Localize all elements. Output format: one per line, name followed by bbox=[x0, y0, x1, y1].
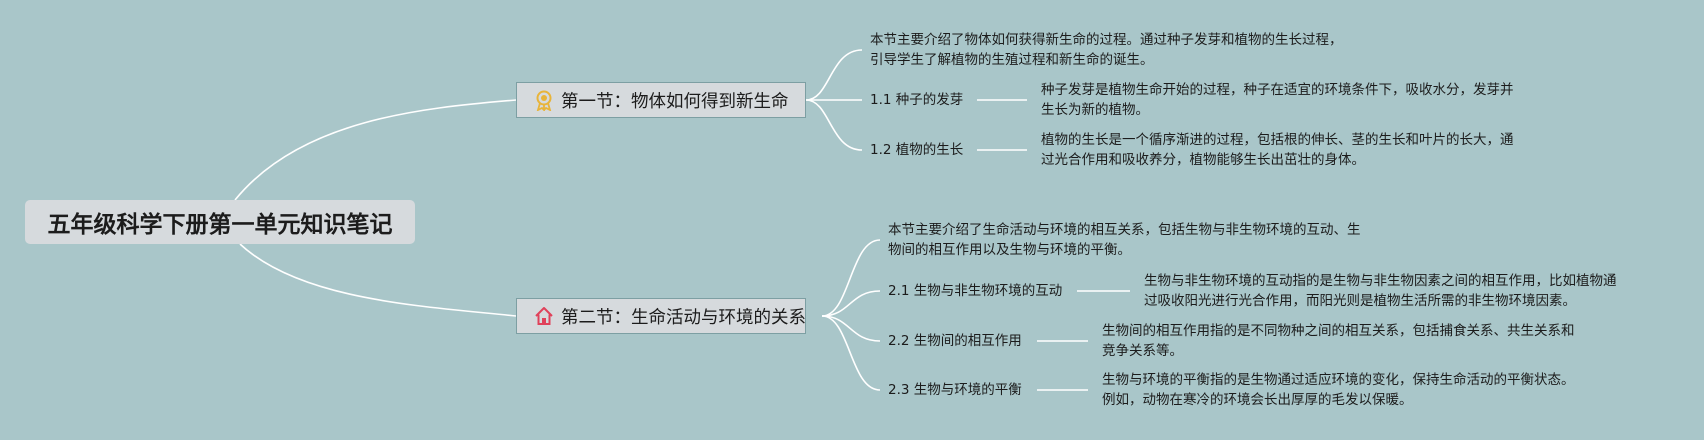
connector-s2-topic1 bbox=[821, 290, 881, 317]
topic-detail-2-1: 生物与非生物环境的互动指的是生物与非生物因素之间的相互作用，比如植物通 过吸收阳… bbox=[1144, 271, 1617, 311]
section-2-summary: 本节主要介绍了生命活动与环境的相互关系，包括生物与非生物环境的互动、生 物间的相… bbox=[888, 220, 1361, 260]
section-node-2[interactable]: 第二节：生命活动与环境的关系 bbox=[516, 298, 806, 334]
section-node-1[interactable]: 第一节：物体如何得到新生命 bbox=[516, 82, 806, 118]
section-1-summary: 本节主要介绍了物体如何获得新生命的过程。通过种子发芽和植物的生长过程， 引导学生… bbox=[870, 30, 1343, 70]
detail-line: 例如，动物在寒冷的环境会长出厚厚的毛发以保暖。 bbox=[1102, 392, 1413, 408]
topic-detail-1-2: 植物的生长是一个循序渐进的过程，包括根的伸长、茎的生长和叶片的长大，通 过光合作… bbox=[1041, 130, 1514, 170]
home-icon bbox=[533, 305, 555, 327]
detail-line: 种子发芽是植物生命开始的过程，种子在适宜的环境条件下，吸收水分，发芽并 bbox=[1041, 82, 1514, 98]
topic-label-2-2[interactable]: 2.2 生物间的相互作用 bbox=[888, 333, 1022, 349]
summary-line: 本节主要介绍了物体如何获得新生命的过程。通过种子发芽和植物的生长过程， bbox=[870, 32, 1343, 48]
section-title: 第一节：物体如何得到新生命 bbox=[561, 91, 789, 112]
connector-s2-topic3 bbox=[821, 315, 881, 391]
detail-line: 生物间的相互作用指的是不同物种之间的相互关系，包括捕食关系、共生关系和 bbox=[1102, 323, 1575, 339]
connector-root-section-2 bbox=[239, 243, 517, 317]
connector-root-section-1 bbox=[234, 99, 517, 201]
detail-line: 竞争关系等。 bbox=[1102, 343, 1183, 359]
detail-line: 过吸收阳光进行光合作用，而阳光则是植物生活所需的非生物环境因素。 bbox=[1144, 293, 1576, 309]
summary-line: 物间的相互作用以及生物与环境的平衡。 bbox=[888, 242, 1131, 258]
topic-detail-1-1: 种子发芽是植物生命开始的过程，种子在适宜的环境条件下，吸收水分，发芽并 生长为新… bbox=[1041, 80, 1514, 120]
detail-line: 过光合作用和吸收养分，植物能够生长出茁壮的身体。 bbox=[1041, 152, 1365, 168]
ribbon-badge-icon bbox=[533, 89, 555, 111]
topic-label-1-2[interactable]: 1.2 植物的生长 bbox=[870, 142, 964, 158]
detail-line: 生物与环境的平衡指的是生物通过适应环境的变化，保持生命活动的平衡状态。 bbox=[1102, 372, 1575, 388]
topic-label-2-3[interactable]: 2.3 生物与环境的平衡 bbox=[888, 382, 1022, 398]
topic-detail-2-2: 生物间的相互作用指的是不同物种之间的相互关系，包括捕食关系、共生关系和 竞争关系… bbox=[1102, 321, 1575, 361]
topic-label-1-1[interactable]: 1.1 种子的发芽 bbox=[870, 92, 964, 108]
detail-line: 生物与非生物环境的互动指的是生物与非生物因素之间的相互作用，比如植物通 bbox=[1144, 273, 1617, 289]
connector-s1-topic2 bbox=[805, 99, 863, 151]
connector-s2-topic2 bbox=[821, 315, 881, 342]
connector-s1-summary bbox=[805, 49, 863, 101]
summary-line: 本节主要介绍了生命活动与环境的相互关系，包括生物与非生物环境的互动、生 bbox=[888, 222, 1361, 238]
topic-label-2-1[interactable]: 2.1 生物与非生物环境的互动 bbox=[888, 283, 1063, 299]
detail-line: 生长为新的植物。 bbox=[1041, 102, 1149, 118]
section-title: 第二节：生命活动与环境的关系 bbox=[561, 307, 806, 328]
summary-line: 引导学生了解植物的生殖过程和新生命的诞生。 bbox=[870, 52, 1154, 68]
topic-detail-2-3: 生物与环境的平衡指的是生物通过适应环境的变化，保持生命活动的平衡状态。 例如，动… bbox=[1102, 370, 1575, 410]
root-node[interactable]: 五年级科学下册第一单元知识笔记 bbox=[25, 200, 415, 244]
connector-s2-summary bbox=[821, 239, 881, 317]
detail-line: 植物的生长是一个循序渐进的过程，包括根的伸长、茎的生长和叶片的长大，通 bbox=[1041, 132, 1514, 148]
